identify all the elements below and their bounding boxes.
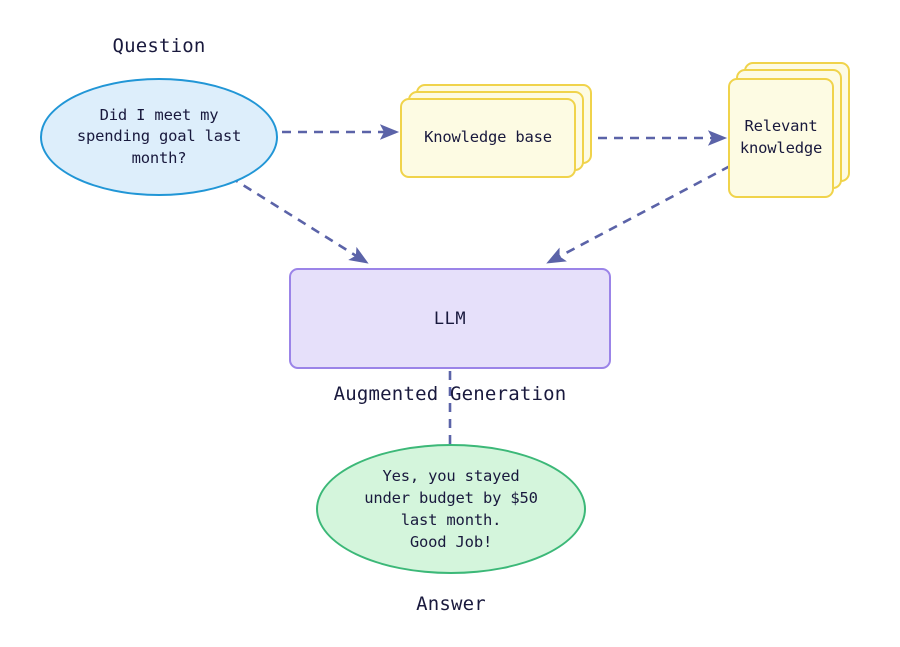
node-question[interactable]: Did I meet my spending goal last month? [40,78,278,196]
node-knowledge-base[interactable]: Knowledge base [400,84,610,186]
edge-label-augmented-generation: Augmented Generation [333,383,567,405]
question-title-label: Question [112,35,206,57]
knowledge-base-card-front: Knowledge base [400,98,576,178]
node-relevant-knowledge[interactable]: Relevant knowledge [728,62,854,204]
node-answer[interactable]: Yes, you stayed under budget by $50 last… [316,444,586,574]
answer-title-label: Answer [416,593,486,615]
node-llm[interactable]: LLM [289,268,611,369]
relevant-knowledge-card-front: Relevant knowledge [728,78,834,198]
